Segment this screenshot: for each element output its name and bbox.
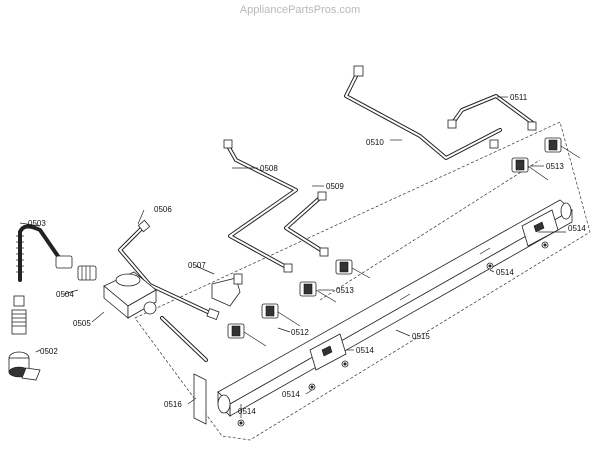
label-0514-right: 0514 [568,224,586,233]
pipe-0506 [118,219,220,320]
label-0514-bottom: 0514 [238,407,256,416]
label-0513-right: 0513 [546,162,564,171]
screw-0514-d [486,262,494,270]
hose-0503 [16,224,73,282]
valve-0513-mid [299,281,337,303]
burner-tube-0516 [160,316,208,425]
label-0512: 0512 [291,328,309,337]
regulator-0505 [103,271,157,319]
label-0508: 0508 [260,164,278,173]
label-0507: 0507 [188,261,206,270]
label-0503: 0503 [28,219,46,228]
label-0513-mid: 0513 [336,286,354,295]
valve-0513-upper [335,259,371,279]
label-0505: 0505 [73,319,91,328]
valve-0513-right [511,157,549,181]
fitting-0504 [77,265,97,281]
screw-0514-b [308,383,316,391]
label-0510: 0510 [366,138,384,147]
clip-0507 [211,273,243,307]
manifold-bracket-2 [521,209,559,247]
screw-0514-e [541,241,549,249]
screw-0514-c [341,360,349,368]
label-0514-lower: 0514 [282,390,300,399]
screw-0514-a [237,419,245,427]
valve-0512 [261,303,301,327]
pipe-0509 [284,191,329,257]
label-0516: 0516 [164,400,182,409]
label-0511: 0511 [510,93,528,102]
pipe-0508 [223,139,298,273]
assembly-outline-inner [319,159,541,301]
pipe-0511 [447,94,537,149]
label-0504: 0504 [56,290,74,299]
label-0515: 0515 [412,332,430,341]
valve-far-right [544,137,581,159]
label-0509: 0509 [326,182,344,191]
fitting-0502 [8,295,41,381]
assembly-outline [134,121,591,441]
valve-left-bottom [227,323,267,347]
leader-lines [19,96,566,418]
label-0514-center: 0514 [356,346,374,355]
pipe-0510 [344,65,502,160]
watermark: AppliancePartsPros.com [239,4,361,16]
label-0502: 0502 [40,347,58,356]
manifold-bracket-1 [309,333,347,371]
label-0514-mid-right: 0514 [496,268,514,277]
label-0506: 0506 [154,205,172,214]
